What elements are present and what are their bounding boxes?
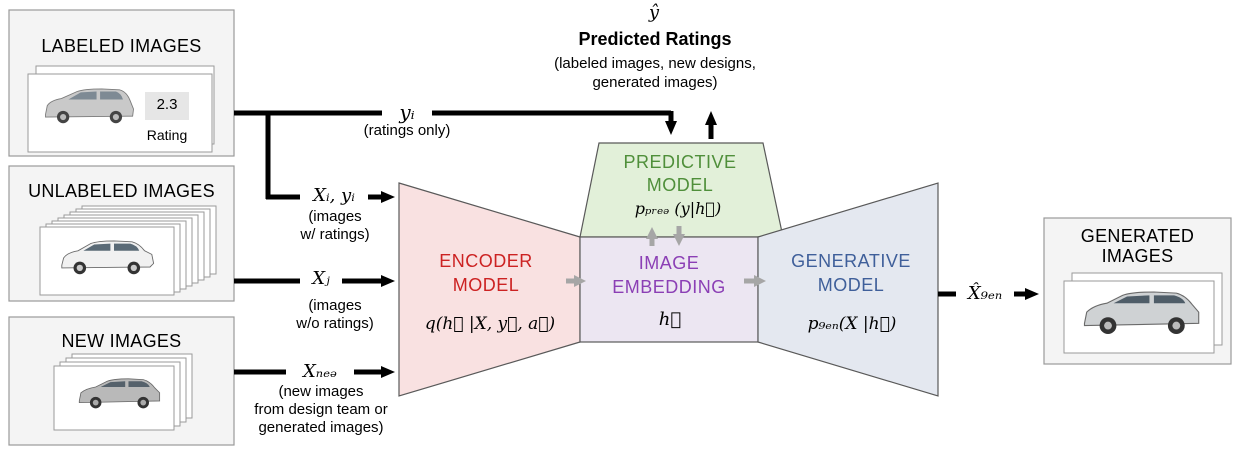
embedding-formula: h⃗ [658,309,682,330]
flow-arrows [234,110,1039,378]
generative-title-line1: GENERATIVE [791,251,911,271]
generated-images-title-line1: GENERATED [1080,226,1195,246]
xgen-symbol: X̂₉ₑₙ [967,283,1003,304]
encoder-formula: q(h⃗ |X, y⃗, a⃗) [424,314,556,334]
embedding-title-line2: EMBEDDING [612,277,726,297]
xj-note-line1: (images [308,297,362,314]
predictive-title-line1: PREDICTIVE [623,152,737,172]
generative-title-line2: MODEL [817,275,885,295]
rating-value: 2.3 [156,96,178,113]
labeled-images-title: LABELED IMAGES [41,36,202,56]
predicted-ratings-title: Predicted Ratings [578,29,732,49]
unlabeled-images-title: UNLABELED IMAGES [28,181,215,201]
car-image-labeled [45,88,134,124]
encoder-title-line1: ENCODER [439,251,533,271]
predictive-title-line2: MODEL [646,175,714,195]
xj-note-line2: w/o ratings) [296,315,374,332]
generative-formula: p₉ₑₙ(X |h⃗) [807,314,897,334]
y-hat-symbol: ŷ [648,2,660,23]
rating-box [145,92,189,120]
xnew-note-line2: from design team or [254,401,388,418]
generated-images-title-line2: IMAGES [1101,246,1174,266]
internal-arrows [566,226,766,287]
encoder-title-line2: MODEL [452,275,520,295]
yi-note: (ratings only) [363,122,451,139]
xnew-note-line3: generated images) [258,419,384,436]
rating-label: Rating [146,127,188,143]
yi-symbol: yᵢ [399,100,415,124]
predicted-ratings-note-line2: generated images) [592,74,718,91]
new-images-title: NEW IMAGES [61,331,182,351]
generative-model-shape [757,182,939,397]
predicted-ratings-note-line1: (labeled images, new designs, [554,55,756,72]
xj-symbol: Xⱼ [312,268,330,289]
embedding-title-line1: IMAGE [638,253,700,273]
image-embedding-shape [579,236,759,343]
xnew-symbol: Xₙₑₔ [302,361,338,382]
car-image-unlabeled [61,240,155,275]
predictive-formula: pₚᵣₑₔ (y|h⃗) [634,199,722,218]
xi-yi-symbol: Xᵢ, yᵢ [313,185,355,206]
xi-yi-note-line1: (images [308,208,362,225]
xi-yi-note-line2: w/ ratings) [300,226,370,243]
car-image-generated [1083,291,1200,334]
car-image-new [78,378,161,409]
xnew-note-line1: (new images [278,383,364,400]
